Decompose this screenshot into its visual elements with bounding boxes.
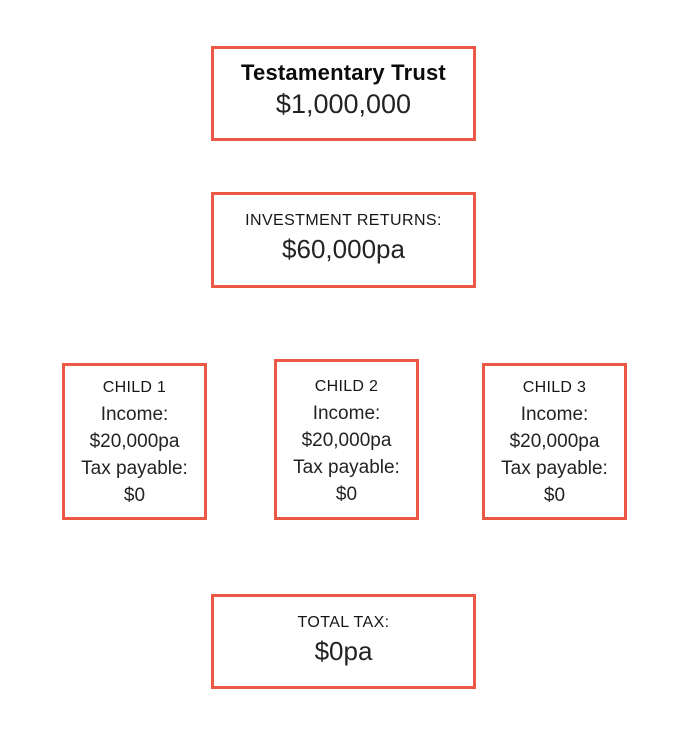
child-3-income-value: $20,000pa [509,431,600,452]
child-1-tax-value: $0 [123,485,146,506]
testamentary-trust-box: Testamentary Trust $1,000,000 [211,46,476,141]
child-2-box: CHILD 2 Income: $20,000pa Tax payable: $… [274,359,419,520]
child-1-tax-label: Tax payable: [81,458,188,479]
child-2-name: CHILD 2 [314,378,379,395]
child-1-income-value: $20,000pa [89,431,180,452]
child-3-tax-value: $0 [543,485,566,506]
child-2-income-value: $20,000pa [301,430,392,451]
investment-returns-label: INVESTMENT RETURNS: [245,212,442,229]
total-tax-box: TOTAL TAX: $0pa [211,594,476,689]
child-3-box: CHILD 3 Income: $20,000pa Tax payable: $… [482,363,627,520]
child-1-box: CHILD 1 Income: $20,000pa Tax payable: $… [62,363,207,520]
investment-returns-value: $60,000pa [282,234,405,264]
child-1-name: CHILD 1 [102,379,167,396]
trust-title: Testamentary Trust [241,60,446,85]
child-3-tax-label: Tax payable: [501,458,608,479]
child-3-income-label: Income: [520,404,589,425]
trust-value: $1,000,000 [275,89,412,119]
child-3-name: CHILD 3 [522,379,587,396]
child-1-income-label: Income: [100,404,169,425]
child-2-income-label: Income: [312,403,381,424]
investment-returns-box: INVESTMENT RETURNS: $60,000pa [211,192,476,288]
total-tax-label: TOTAL TAX: [297,614,390,631]
child-2-tax-value: $0 [335,484,358,505]
child-2-tax-label: Tax payable: [293,457,400,478]
total-tax-value: $0pa [314,636,373,666]
